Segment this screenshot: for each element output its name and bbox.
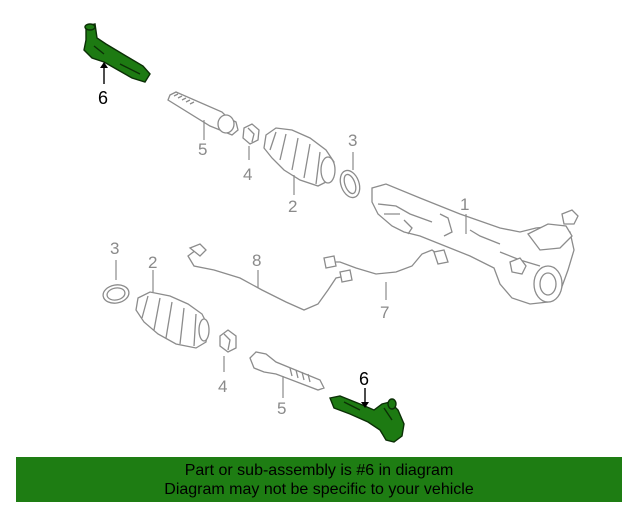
callout-6-bottom[interactable]: 6 <box>359 369 369 389</box>
harness-8[interactable] <box>187 243 353 311</box>
callout-2-top[interactable]: 2 <box>288 197 297 216</box>
inner-tie-rod-top[interactable] <box>167 91 239 136</box>
callout-5-bottom[interactable]: 5 <box>277 399 286 418</box>
harness-7[interactable] <box>323 249 449 275</box>
tie-rod-end-top[interactable] <box>83 23 151 83</box>
callout-3-top[interactable]: 3 <box>348 131 357 150</box>
inner-tie-rod-bottom[interactable] <box>249 351 325 391</box>
callout-4-top[interactable]: 4 <box>243 165 252 184</box>
callout-arrow <box>100 62 108 68</box>
callout-7[interactable]: 7 <box>380 303 389 322</box>
callout-3-bottom[interactable]: 3 <box>110 239 119 258</box>
callout-4-bottom[interactable]: 4 <box>218 377 227 396</box>
notice-banner: Part or sub-assembly is #6 in diagram Di… <box>16 457 622 502</box>
boot-top[interactable] <box>263 127 336 187</box>
clamp-top[interactable] <box>337 168 363 200</box>
banner-line-1: Part or sub-assembly is #6 in diagram <box>184 462 454 479</box>
parts-diagram: 6 5 4 2 3 1 <box>83 23 579 443</box>
callout-8[interactable]: 8 <box>252 251 261 270</box>
boot-bottom[interactable] <box>135 291 210 349</box>
tie-rod-end-bottom[interactable] <box>329 395 405 443</box>
banner-line-2: Diagram may not be specific to your vehi… <box>164 481 474 498</box>
jam-nut-bottom[interactable] <box>219 329 237 353</box>
callout-5-top[interactable]: 5 <box>198 140 207 159</box>
rack-gear[interactable] <box>371 183 579 305</box>
callout-arrow <box>361 402 369 408</box>
jam-nut-top[interactable] <box>242 123 260 145</box>
clamp-bottom[interactable] <box>102 283 131 305</box>
callout-6-top[interactable]: 6 <box>98 88 108 108</box>
callout-2-bottom[interactable]: 2 <box>148 253 157 272</box>
callout-1[interactable]: 1 <box>460 195 469 214</box>
